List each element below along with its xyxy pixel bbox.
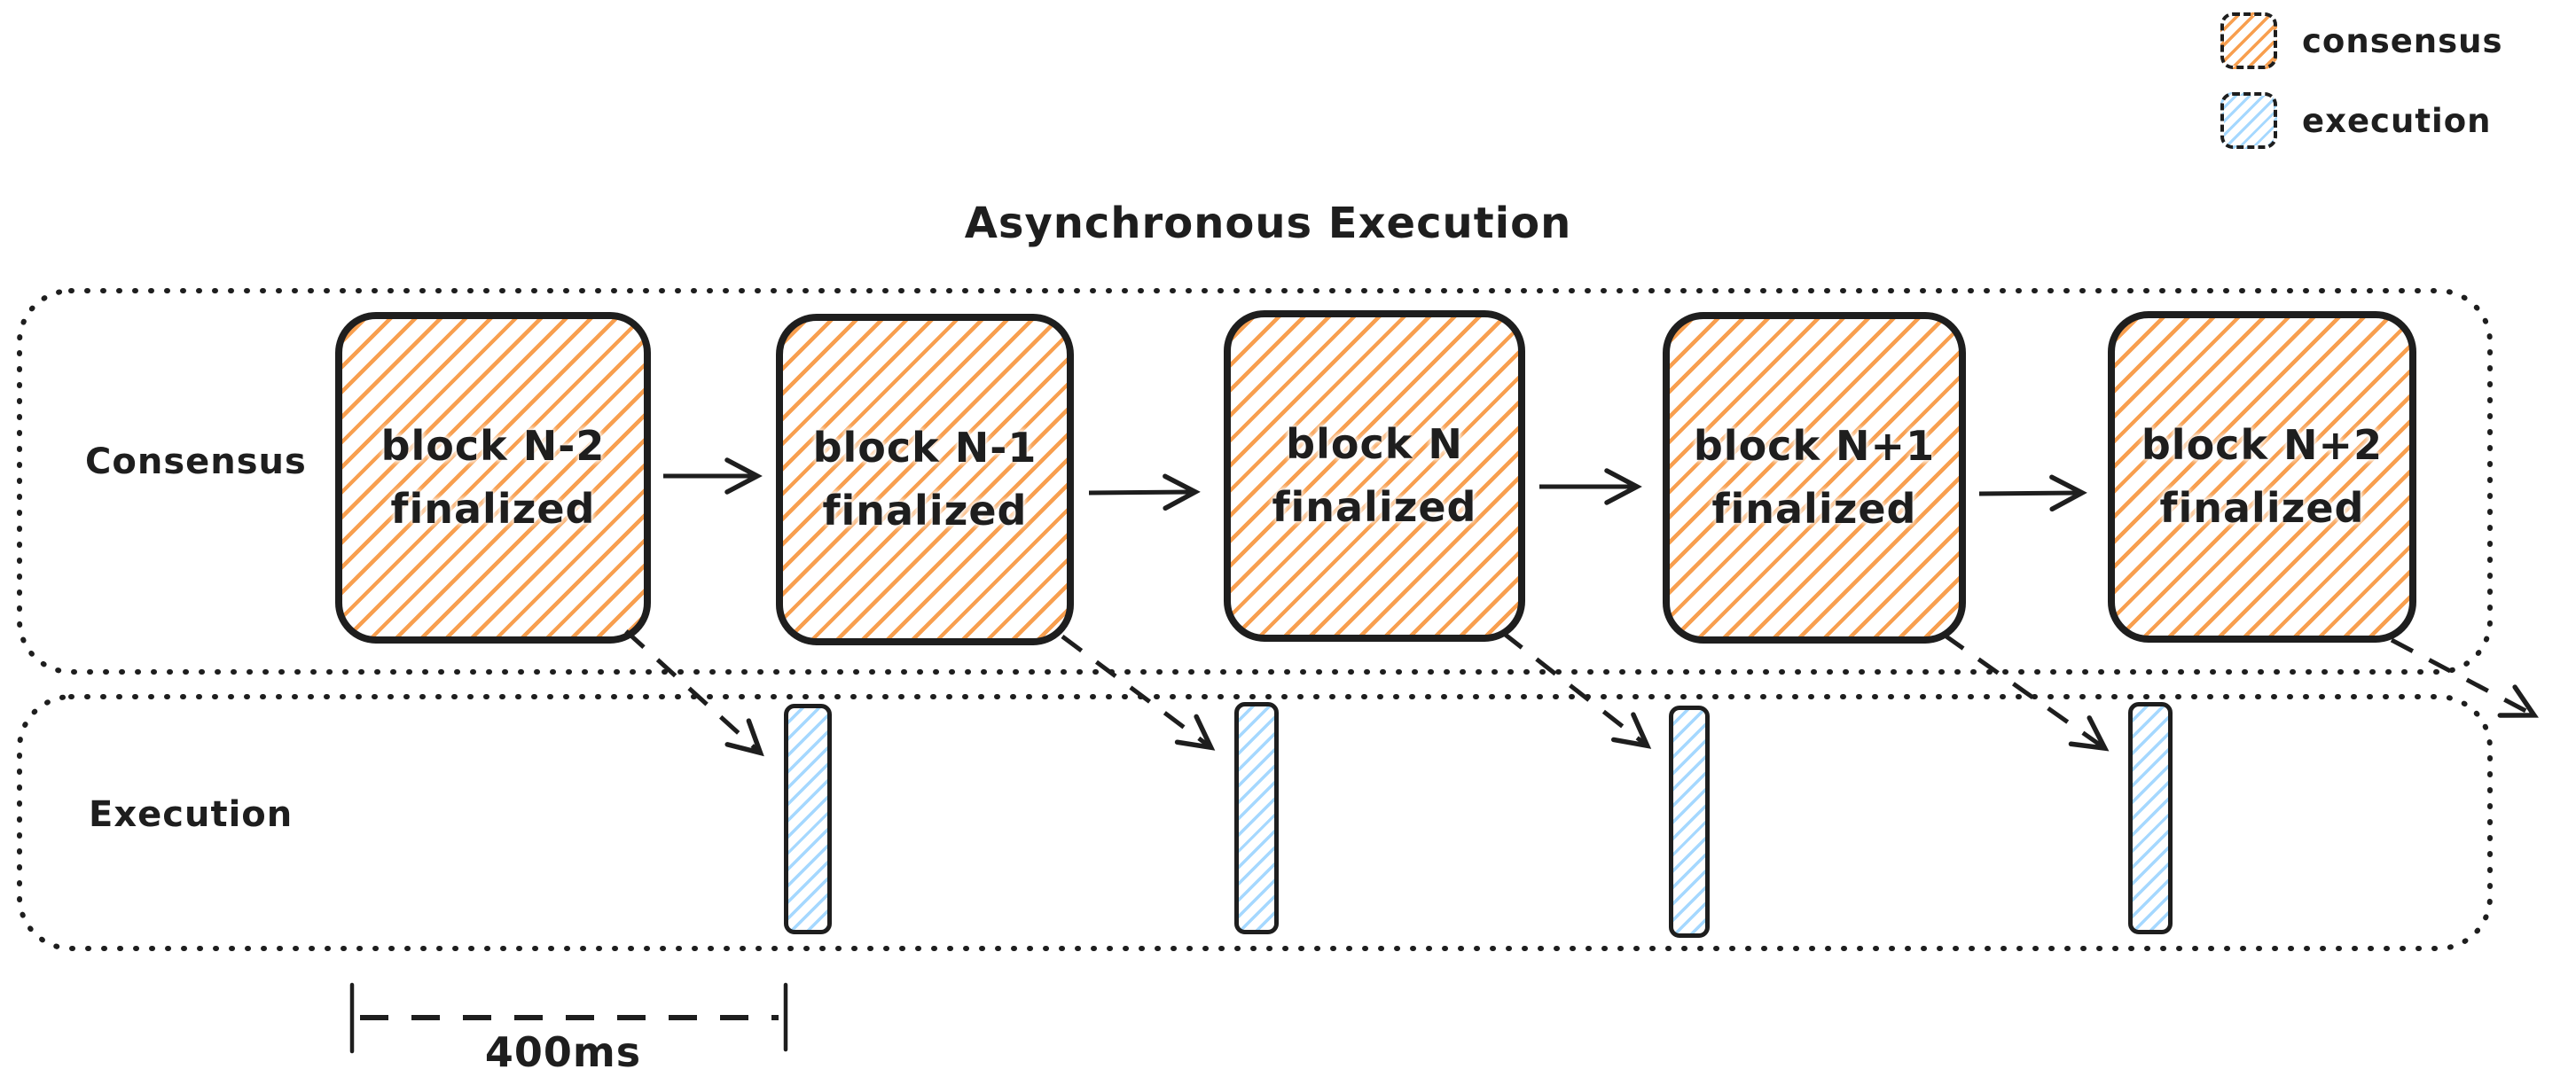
solid-arrow-4: [1978, 474, 2087, 512]
consensus-swatch-icon: [2220, 12, 2277, 69]
consensus-block-n-minus-1: block N-1 finalized: [776, 314, 1074, 645]
dashed-arrow-5: [2390, 637, 2539, 718]
execution-swatch-icon: [2220, 92, 2277, 149]
consensus-block-n-plus-2: block N+2 finalized: [2108, 311, 2416, 643]
page-title: Asynchronous Execution: [964, 199, 1572, 248]
legend-label-execution: execution: [2302, 101, 2492, 140]
execution-bar-2: [1234, 702, 1279, 934]
consensus-block-n-minus-2: block N-2 finalized: [335, 312, 651, 644]
block-label-line2: finalized: [1711, 485, 1917, 533]
block-label-line1: block N-1: [812, 423, 1037, 472]
dashed-arrow-4: [1942, 632, 2110, 752]
execution-bar-4: [2128, 702, 2173, 934]
block-label-line2: finalized: [390, 485, 596, 533]
dashed-arrow-3: [1501, 631, 1652, 749]
execution-bar-3: [1669, 706, 1710, 938]
block-label-line1: block N-2: [380, 421, 606, 470]
legend-item-consensus: consensus: [2220, 12, 2503, 69]
legend-label-consensus: consensus: [2302, 21, 2503, 60]
block-label-line1: block N+1: [1693, 421, 1936, 470]
block-label-line2: finalized: [1272, 483, 1477, 531]
consensus-lane-label: Consensus: [85, 441, 307, 482]
dashed-arrow-1: [624, 629, 764, 757]
solid-arrow-2: [1088, 473, 1201, 511]
execution-lane-label: Execution: [89, 794, 294, 835]
measurement-label: 400ms: [484, 1028, 642, 1076]
consensus-block-n-plus-1: block N+1 finalized: [1663, 312, 1966, 644]
block-label-line2: finalized: [2159, 484, 2365, 532]
legend-item-execution: execution: [2220, 92, 2503, 149]
block-label-line2: finalized: [822, 487, 1028, 535]
block-label-line1: block N: [1286, 419, 1463, 468]
consensus-block-n: block N finalized: [1224, 310, 1525, 642]
dashed-arrow-2: [1061, 634, 1216, 751]
block-label-line1: block N+2: [2141, 420, 2384, 469]
legend: consensus execution: [2220, 12, 2503, 172]
execution-bar-1: [784, 704, 832, 934]
